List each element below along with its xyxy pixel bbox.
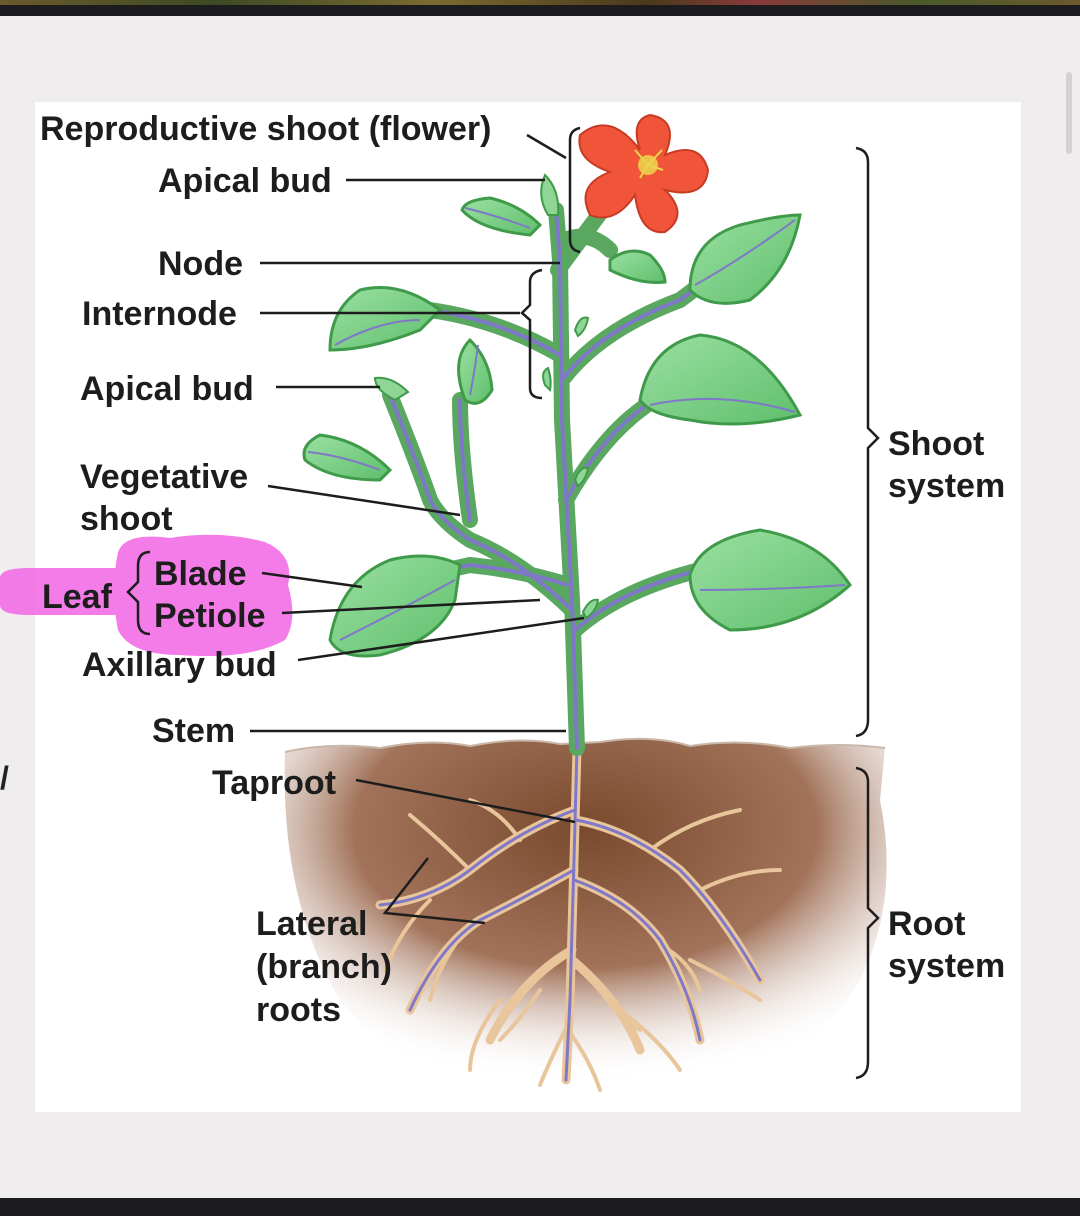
brace-leaf — [126, 550, 151, 636]
plant-shoot — [382, 192, 708, 756]
label-lateral-line1: Lateral — [256, 905, 368, 943]
leader-blade — [261, 571, 363, 589]
label-blade: Blade — [154, 555, 247, 593]
bottom-bar — [0, 1198, 1080, 1216]
leader-lines — [250, 133, 585, 925]
label-lateral-line3: roots — [256, 991, 341, 1029]
label-node: Node — [158, 245, 243, 283]
label-lateral-line2: (branch) — [256, 948, 392, 986]
braces — [126, 126, 880, 1080]
top-bar — [0, 0, 1080, 16]
label-axillary-bud: Axillary bud — [82, 646, 277, 684]
leaf-highlight — [0, 534, 293, 656]
leaf-lower-right — [688, 528, 852, 632]
brace-root-system — [855, 766, 880, 1080]
scrollbar-thumb[interactable] — [1066, 72, 1072, 154]
label-root-system-line1: Root — [888, 905, 965, 943]
label-root-system-line2: system — [888, 947, 1005, 985]
leaf-top-left — [460, 196, 543, 237]
leaf-left-small — [457, 337, 494, 405]
soil — [284, 737, 887, 1100]
leaf-top-right — [608, 249, 667, 284]
leader-reproductive-shoot — [526, 133, 567, 160]
leaf-left-mid — [302, 433, 393, 482]
apical-bud-top — [540, 173, 560, 216]
leader-axillary-bud — [297, 616, 585, 662]
label-reproductive-shoot: Reproductive shoot (flower) — [40, 110, 491, 148]
label-vegetative-line1: Vegetative — [80, 458, 248, 496]
label-internode: Internode — [82, 295, 237, 333]
flower — [578, 113, 710, 234]
label-apical-bud-top: Apical bud — [158, 162, 332, 200]
root-system — [375, 743, 782, 1092]
top-image-strip — [0, 0, 1080, 5]
clipped-edge-text: / — [0, 760, 9, 796]
brace-internode — [520, 268, 543, 400]
leaf-blade-lower-left — [328, 554, 462, 658]
leader-taproot — [355, 778, 576, 824]
brace-shoot-system — [855, 146, 880, 738]
leader-petiole — [281, 598, 541, 615]
label-petiole: Petiole — [154, 597, 265, 635]
label-shoot-system-line2: system — [888, 467, 1005, 505]
label-taproot: Taproot — [212, 764, 336, 802]
label-stem: Stem — [152, 712, 235, 750]
buds — [373, 173, 600, 620]
leader-vegetative — [267, 484, 461, 517]
axillary-bud — [581, 598, 600, 620]
leader-lateral — [382, 857, 486, 925]
brace-flower — [568, 126, 581, 254]
label-apical-bud-side: Apical bud — [80, 370, 254, 408]
label-vegetative-line2: shoot — [80, 500, 173, 538]
leaf-mid-right — [638, 333, 803, 426]
apical-bud-side — [373, 376, 410, 402]
leaves — [302, 196, 852, 658]
label-shoot-system-line1: Shoot — [888, 425, 984, 463]
labels: Reproductive shoot (flower) Apical bud N… — [40, 110, 1005, 1029]
leaf-veins — [307, 207, 846, 641]
leaf-upper-left — [328, 286, 443, 352]
label-leaf: Leaf — [42, 578, 113, 616]
